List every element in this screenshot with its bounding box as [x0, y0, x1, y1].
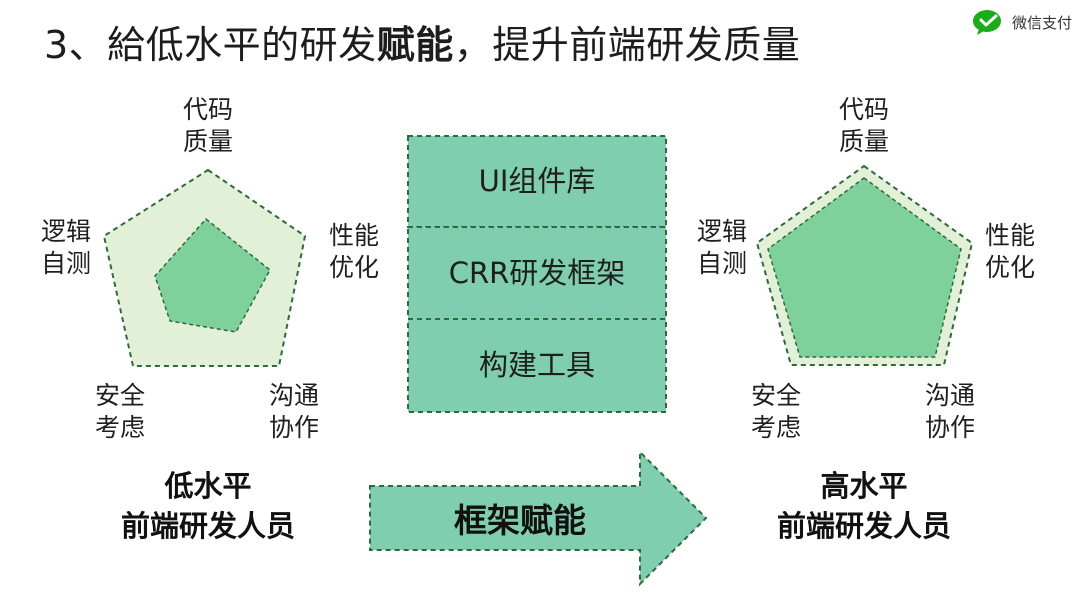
stack-box-1	[407, 135, 667, 228]
right-label-collaboration: 沟通协作	[924, 381, 975, 442]
left-label-security: 安全考虑	[94, 381, 145, 442]
stack-box-2	[407, 226, 667, 320]
arrow-label: 框架赋能	[454, 501, 586, 540]
left-label-logic-test: 逻辑自测	[40, 217, 91, 278]
left-radar-inner	[154, 217, 271, 333]
right-caption: 高水平 前端研发人员	[776, 469, 951, 543]
stack-label-ui-library: UI组件库	[478, 164, 596, 198]
left-label-collaboration: 沟通协作	[268, 381, 319, 442]
wechat-pay-icon	[972, 10, 1001, 35]
left-label-performance: 性能优化	[328, 221, 379, 282]
stack-box-3	[407, 318, 667, 413]
stack-label-crr-framework: CRR研发框架	[448, 256, 626, 290]
enablement-arrow	[369, 449, 708, 587]
brand-label: 微信支付	[1011, 13, 1072, 32]
right-radar-inner	[767, 177, 962, 358]
left-label-code-quality: 代码质量	[182, 95, 233, 156]
brand-logo: 微信支付	[972, 8, 1072, 36]
slide-title: 3、給低水平的研发赋能，提升前端研发质量	[44, 23, 801, 67]
right-label-code-quality: 代码质量	[838, 95, 889, 156]
right-label-security: 安全考虑	[750, 381, 801, 442]
stack-label-build-tools: 构建工具	[478, 348, 595, 382]
right-label-performance: 性能优化	[984, 221, 1035, 282]
right-label-logic-test: 逻辑自测	[696, 217, 747, 278]
left-caption: 低水平 前端研发人员	[120, 469, 295, 543]
